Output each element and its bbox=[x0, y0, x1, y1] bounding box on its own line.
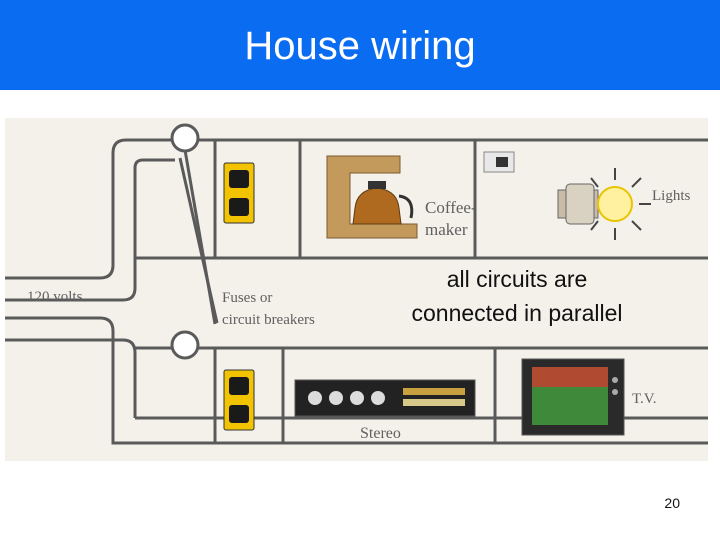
label-lights: Lights bbox=[652, 188, 690, 204]
tv-icon bbox=[521, 358, 625, 436]
stereo-icon bbox=[294, 379, 476, 417]
outlet-bottom-icon bbox=[223, 369, 255, 431]
label-tv: T.V. bbox=[632, 391, 656, 407]
light-bulb-icon bbox=[557, 168, 651, 240]
coffee-maker-icon bbox=[326, 155, 418, 239]
label-coffee-line1: Coffee- bbox=[425, 198, 477, 217]
light-switch-icon bbox=[483, 151, 515, 173]
label-coffee-line2: maker bbox=[425, 220, 468, 239]
caption-line-2: connected in parallel bbox=[411, 300, 623, 326]
caption: all circuits are connected in parallel bbox=[372, 262, 662, 330]
label-stereo: Stereo bbox=[360, 425, 401, 442]
slide-title: House wiring bbox=[244, 24, 476, 68]
fuse-circles bbox=[170, 123, 200, 360]
label-120-volts: 120 volts bbox=[27, 289, 83, 305]
label-fuses-line1: Fuses or bbox=[222, 290, 272, 306]
label-fuses-line2: circuit breakers bbox=[222, 312, 315, 328]
house-wiring-diagram: 120 volts Fuses or circuit breakers Coff… bbox=[5, 118, 708, 461]
fuse-bottom-icon bbox=[170, 330, 200, 360]
page-number: 20 bbox=[664, 495, 680, 511]
title-bar: House wiring bbox=[0, 0, 720, 90]
outlet-top-icon bbox=[223, 162, 255, 224]
caption-line-1: all circuits are bbox=[446, 266, 588, 292]
fuse-top-icon bbox=[170, 123, 200, 153]
